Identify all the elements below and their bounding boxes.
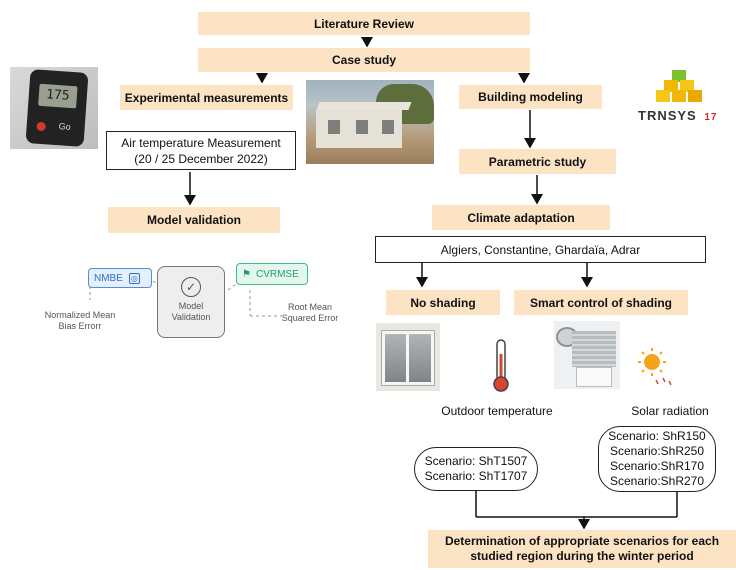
air-temperature-dates: (20 / 25 December 2022) — [134, 151, 268, 166]
nmbe-desc-line1: Normalized Mean — [44, 310, 116, 320]
building-window-1 — [328, 120, 340, 134]
checkmark-icon: ✓ — [181, 277, 201, 297]
cvrmse-badge: ⚑ CVRMSE — [236, 263, 308, 285]
record-indicator-icon — [36, 121, 46, 132]
thermometer-icon — [493, 339, 509, 392]
nmbe-description: Normalized Mean Bias Errorr — [30, 310, 130, 332]
literature-review-box: Literature Review — [198, 12, 530, 35]
data-logger-device: 175 Go — [25, 69, 89, 147]
cvrmse-desc-line1: Root Mean — [287, 302, 333, 312]
temperature-scenarios-box: Scenario: ShT1507 Scenario: ShT1707 — [414, 447, 538, 491]
cvrmse-description: Root Mean Squared Error — [275, 302, 345, 324]
air-temperature-box: Air temperature Measurement (20 / 25 Dec… — [106, 131, 296, 170]
model-validation-box: Model validation — [108, 207, 280, 233]
trnsys-wordmark: TRNSYS 17 — [638, 108, 717, 123]
cvrmse-desc-line2: Squared Error — [281, 313, 339, 323]
smart-control-box: Smart control of shading — [514, 290, 688, 315]
building-window-3 — [382, 120, 394, 134]
scenario-sht1707: Scenario: ShT1707 — [424, 469, 528, 483]
scenario-shr250: Scenario:ShR250 — [609, 444, 705, 458]
scenario-shr270: Scenario:ShR270 — [609, 474, 705, 488]
nmbe-icon: ◎ — [128, 272, 140, 284]
trnsys-name: TRNSYS — [638, 108, 697, 123]
experimental-measurements-box: Experimental measurements — [120, 85, 293, 110]
nmbe-label: NMBE — [94, 272, 123, 284]
trnsys-logo: TRNSYS 17 — [634, 66, 730, 128]
trnsys-cubes-icon — [656, 70, 702, 102]
parametric-study-box: Parametric study — [459, 149, 616, 174]
scenario-shr150: Scenario: ShR150 — [608, 429, 706, 443]
sun-icon — [638, 348, 672, 386]
determination-line2: studied region during the winter period — [470, 549, 694, 563]
validation-center-line1: Model — [178, 301, 204, 311]
climate-adaptation-box: Climate adaptation — [432, 205, 610, 230]
validation-center-card: ✓ Model Validation — [157, 266, 225, 338]
window-frame — [382, 331, 434, 385]
cvrmse-label: CVRMSE — [255, 268, 299, 280]
data-logger-go-label: Go — [58, 121, 72, 132]
shutter-slats — [572, 331, 616, 367]
building-modeling-box: Building modeling — [459, 85, 602, 109]
data-logger-photo: 175 Go — [10, 67, 98, 149]
flag-icon: ⚑ — [242, 268, 251, 280]
building-window-2 — [356, 120, 368, 134]
outdoor-temperature-label: Outdoor temperature — [441, 404, 553, 418]
case-study-box: Case study — [198, 48, 530, 72]
no-shading-box: No shading — [386, 290, 500, 315]
determination-line1: Determination of appropriate scenarios f… — [444, 534, 720, 548]
validation-center-line2: Validation — [171, 312, 211, 322]
solar-scenarios-box: Scenario: ShR150 Scenario:ShR250 Scenari… — [598, 426, 716, 492]
scenario-shr170: Scenario:ShR170 — [609, 459, 705, 473]
data-logger-screen: 175 — [38, 83, 78, 109]
nmbe-desc-line2: Bias Errorr — [58, 321, 102, 331]
case-study-building-photo — [306, 80, 434, 164]
trnsys-version: 17 — [704, 112, 718, 123]
shutter-window — [576, 367, 612, 387]
building-roof — [316, 102, 412, 110]
scenario-sht1507: Scenario: ShT1507 — [424, 454, 528, 468]
rolling-shutter-photo — [554, 321, 620, 389]
window-mullion — [406, 334, 409, 382]
air-temperature-title: Air temperature Measurement — [121, 135, 281, 150]
nmbe-badge: NMBE ◎ — [88, 268, 152, 288]
cities-box: Algiers, Constantine, Ghardaïa, Adrar — [375, 236, 706, 263]
determination-box: Determination of appropriate scenarios f… — [428, 530, 736, 568]
solar-radiation-label: Solar radiation — [631, 404, 709, 418]
window-photo — [376, 323, 440, 391]
